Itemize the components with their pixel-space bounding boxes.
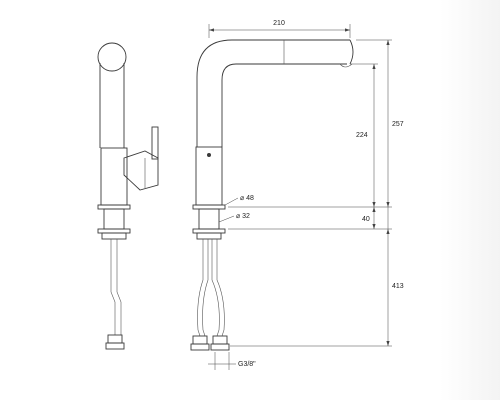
side-shank [103, 208, 125, 230]
front-spout-inner [221, 63, 347, 147]
front-spout-outer [196, 39, 350, 147]
side-main-body [100, 147, 128, 206]
side-nut-lower [101, 232, 127, 240]
front-connector-left-nut [190, 343, 210, 351]
front-nut-lower [196, 232, 222, 240]
shank-height-label: 40 [362, 216, 370, 223]
base-diameter-leader [224, 197, 239, 206]
side-hose-right [116, 239, 122, 335]
hose-length-label: 413 [392, 283, 404, 290]
front-connector-right-nut [210, 343, 230, 351]
reach-label: 210 [273, 20, 285, 27]
side-hose-connector [107, 334, 123, 344]
front-hose-1-left [197, 239, 204, 337]
shank-diameter-label: ⌀ 32 [236, 213, 250, 220]
connection-thread-label: G3/8" [238, 361, 256, 368]
base-diameter-label: ⌀ 48 [240, 195, 254, 202]
front-shank [198, 208, 220, 230]
shank-diameter-leader [218, 215, 235, 223]
front-hose-2-left [211, 239, 220, 337]
side-hose-nut [105, 342, 125, 350]
side-base-flange [97, 204, 131, 210]
side-lever-body [123, 150, 159, 191]
front-lock-nut [192, 228, 226, 234]
front-connector-right [212, 335, 228, 345]
front-view [190, 39, 354, 351]
front-hose-2-right [216, 239, 225, 337]
spout-height-label: 224 [356, 132, 368, 139]
dimension-lines [208, 24, 392, 370]
front-aerator [339, 63, 353, 68]
shank-height-arrows [372, 207, 376, 229]
total-height-label: 257 [392, 121, 404, 128]
side-lock-nut [97, 228, 131, 234]
dimension-labels: 210 257 224 ⌀ 48 40 ⌀ 32 413 G3/8" [236, 20, 404, 368]
front-hose-1-right [202, 239, 209, 337]
front-base-flange [192, 204, 226, 210]
front-spout-outlet [349, 39, 354, 65]
front-connector-left [192, 335, 208, 345]
side-hose-left [110, 239, 116, 335]
side-spout-cap [97, 42, 127, 72]
side-lever-handle [151, 126, 159, 160]
front-indicator-dot [207, 153, 211, 157]
side-view [97, 42, 159, 350]
